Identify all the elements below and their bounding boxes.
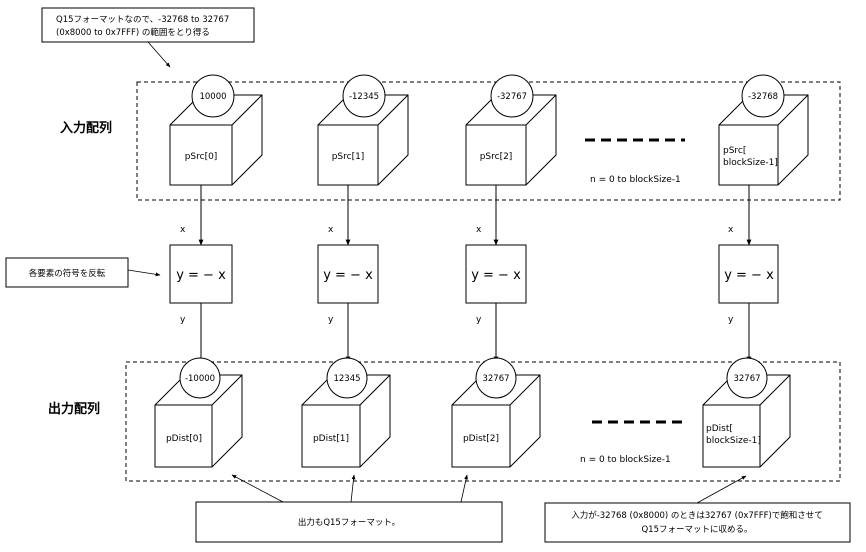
input-array-region [136, 81, 841, 201]
x-label-1: x [328, 225, 334, 235]
output-cube-1: 12345 pDist[1] [301, 357, 391, 468]
range-note: Q15フォーマットなので、-32768 to 32767 (0x8000 to … [41, 7, 255, 43]
output-range-label: n = 0 to blockSize-1 [580, 455, 671, 465]
output-value-0: -10000 [185, 374, 215, 384]
input-value-bubble-1 [342, 74, 386, 118]
output-array-label: 出力配列 [48, 401, 100, 417]
output-name-last-line1: pDist[ [706, 424, 733, 434]
output-format-pointer-2 [460, 474, 468, 503]
input-value-2: -32767 [497, 92, 527, 102]
output-format-note-text: 出力もQ15フォーマット。 [298, 517, 400, 528]
output-format-pointer-0 [231, 474, 284, 503]
input-name-1: pSrc[1] [332, 152, 365, 162]
function-box-last: y = − x [718, 244, 779, 304]
input-cube-2: -32767 pSrc[2] [465, 74, 557, 186]
function-formula-0: y = − x [176, 268, 226, 283]
output-value-2: 32767 [482, 374, 509, 384]
x-label-2: x [476, 225, 482, 235]
output-cube-last: 32767 pDist[ blockSize-1] [702, 357, 791, 468]
output-array-region [125, 361, 841, 482]
function-formula-last: y = − x [724, 268, 774, 283]
output-value-bubble-last [726, 357, 768, 399]
output-value-bubble-0 [179, 357, 221, 399]
output-name-last-line2: blockSize-1] [706, 436, 761, 446]
function-box-1: y = − x [317, 244, 379, 304]
input-name-0: pSrc[0] [185, 152, 218, 162]
y-label-1: y [328, 315, 334, 325]
input-name-last-line1: pSrc[ [723, 146, 746, 156]
output-value-bubble-1 [326, 357, 368, 399]
function-box-0: y = − x [169, 244, 233, 304]
y-label-0: y [180, 315, 186, 325]
range-note-pointer [147, 41, 171, 68]
range-note-line1: Q15フォーマットなので、-32768 to 32767 [56, 15, 229, 25]
y-label-last: y [728, 315, 734, 325]
function-box-2: y = − x [465, 244, 527, 304]
negate-note: 各要素の符号を反転 [5, 257, 129, 288]
negate-note-text: 各要素の符号を反転 [29, 268, 106, 279]
output-value-1: 12345 [333, 374, 360, 384]
input-range-label: n = 0 to blockSize-1 [590, 175, 681, 185]
saturation-note-line1: 入力が-32768 (0x8000) のときは32767 (0x7FFF)で飽和… [571, 510, 823, 521]
saturation-note-pointer [696, 475, 747, 504]
output-name-1: pDist[1] [313, 434, 349, 444]
function-formula-1: y = − x [323, 268, 373, 283]
x-label-last: x [728, 225, 734, 235]
input-name-last-line2: blockSize-1] [723, 158, 778, 168]
output-value-last: 32767 [733, 374, 760, 384]
output-name-0: pDist[0] [166, 434, 202, 444]
input-value-last: -32768 [748, 92, 778, 102]
function-formula-2: y = − x [471, 268, 521, 283]
x-label-0: x [180, 225, 186, 235]
input-value-1: -12345 [349, 92, 379, 102]
negate-note-pointer [127, 269, 161, 277]
input-value-bubble-last [741, 74, 785, 118]
output-value-bubble-2 [475, 357, 517, 399]
output-cube-0: -10000 pDist[0] [154, 357, 243, 468]
input-name-2: pSrc[2] [480, 152, 513, 162]
input-value-bubble-0 [191, 74, 235, 118]
saturation-note-line2: Q15フォーマットに収める。 [641, 524, 752, 535]
input-array-label: 入力配列 [60, 120, 112, 136]
output-format-note: 出力もQ15フォーマット。 [195, 501, 503, 543]
input-cube-0: 10000 pSrc[0] [169, 74, 263, 186]
input-cube-last: -32768 pSrc[ blockSize-1] [718, 74, 809, 186]
input-value-bubble-2 [490, 74, 534, 118]
input-value-0: 10000 [199, 92, 226, 102]
saturation-note: 入力が-32768 (0x8000) のときは32767 (0x7FFF)で飽和… [544, 502, 851, 543]
output-format-pointer-1 [350, 474, 356, 503]
y-label-2: y [476, 315, 482, 325]
range-note-line2: (0x8000 to 0x7FFF) の範囲をとり得る [56, 27, 210, 38]
input-cube-1: -12345 pSrc[1] [317, 74, 409, 186]
output-cube-2: 32767 pDist[2] [451, 357, 541, 468]
output-name-2: pDist[2] [463, 434, 499, 444]
